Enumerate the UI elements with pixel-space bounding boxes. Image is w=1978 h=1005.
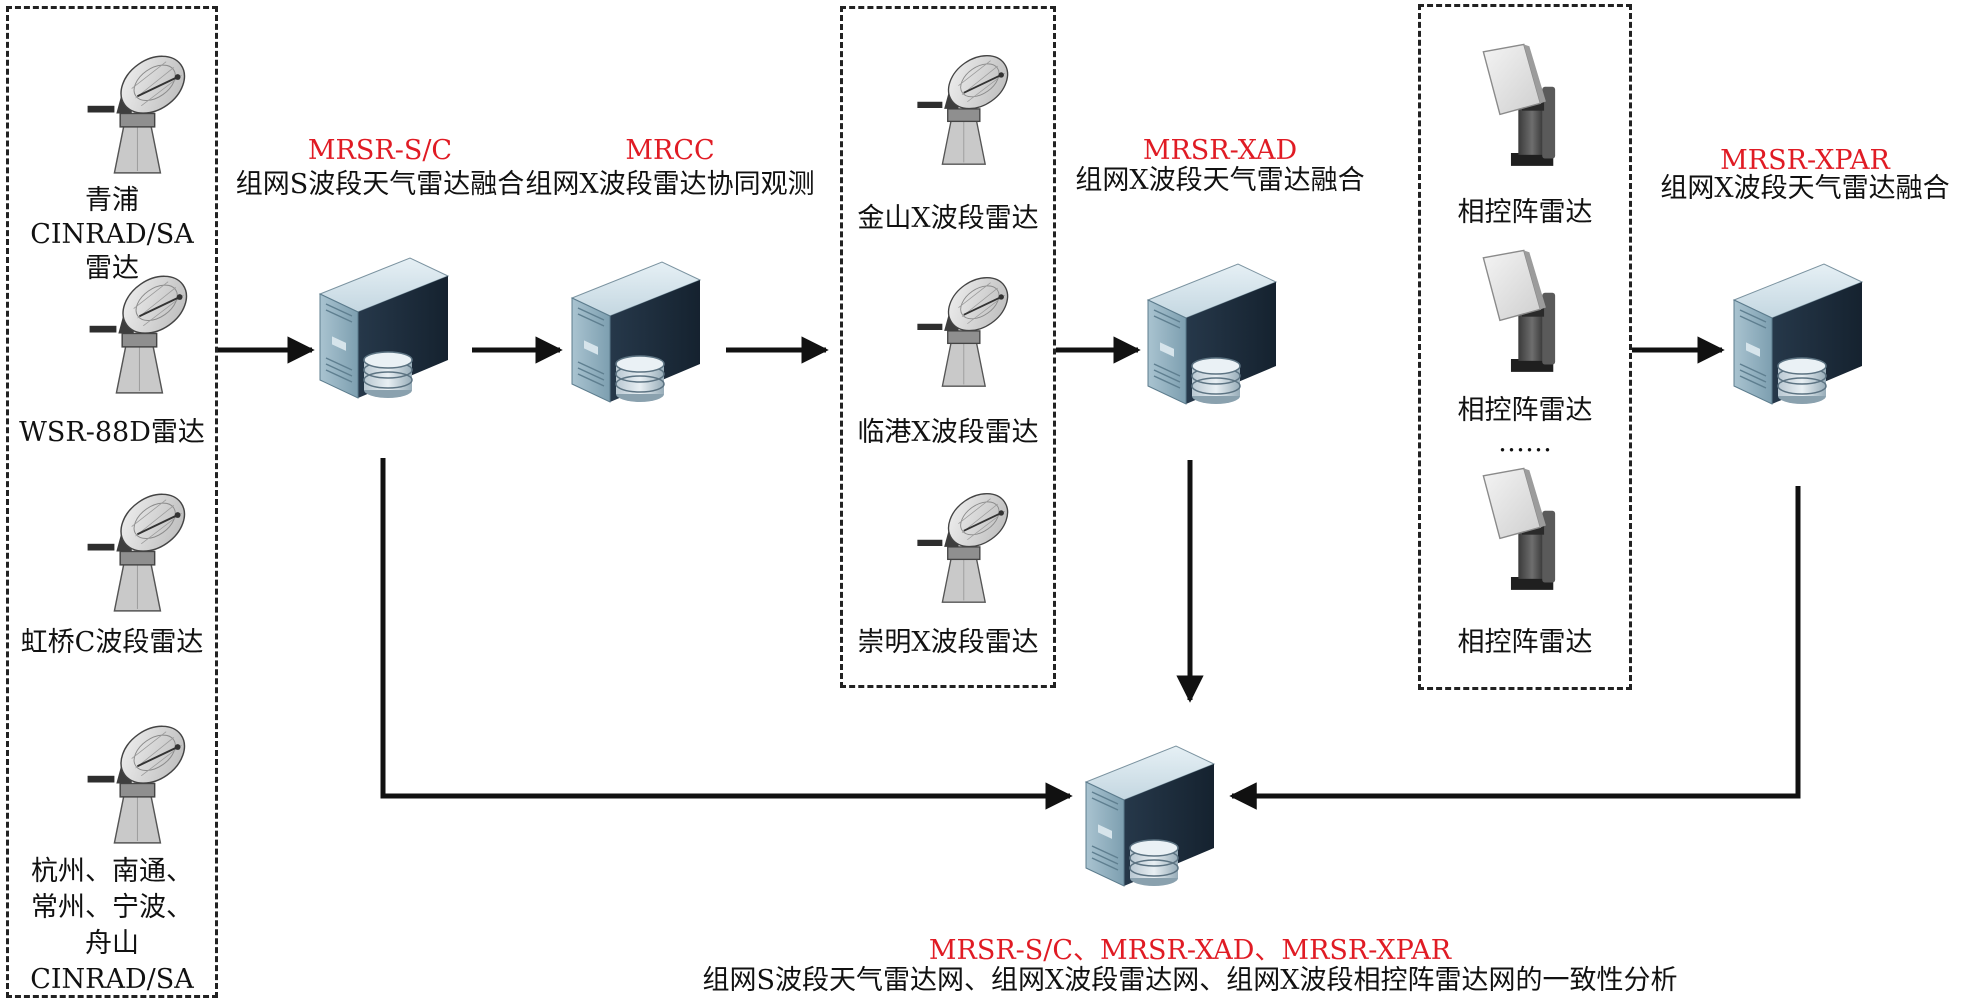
- domestic-radar-group-box: [6, 6, 218, 998]
- consistency-code: MRSR-S/C、MRSR-XAD、MRSR-XPAR: [928, 935, 1452, 966]
- lingang-radar-label: 临港X波段雷达: [857, 417, 1039, 448]
- mrsr-sc-code: MRSR-S/C: [307, 135, 453, 166]
- mrsr-xpar-code: MRSR-XPAR: [1720, 145, 1890, 176]
- wsr88d-radar-label: WSR-88D雷达: [19, 417, 205, 448]
- mrcc-code: MRCC: [625, 135, 715, 166]
- phased-array-radar-group-box: [1418, 4, 1632, 690]
- mrsr-xpar-desc: 组网X波段天气雷达融合: [1660, 173, 1950, 204]
- arrow-mrsr-sc-to-consistency: [380, 458, 1073, 810]
- phased-array-ellipsis: ……: [1498, 427, 1552, 458]
- mrsr-xad-code: MRSR-XAD: [1142, 135, 1298, 166]
- chongming-radar-label: 崇明X波段雷达: [857, 627, 1039, 658]
- consistency-desc: 组网S波段天气雷达网、组网X波段雷达网、组网X波段相控阵雷达网的一致性分析: [702, 965, 1678, 996]
- x-band-radar-group-box: [840, 6, 1056, 688]
- mrsr-sc-desc: 组网S波段天气雷达融合: [235, 169, 525, 200]
- hongqiao-radar-label: 虹桥C波段雷达: [20, 627, 204, 658]
- jinshan-radar-label: 金山X波段雷达: [857, 203, 1039, 234]
- mrcc-desc: 组网X波段雷达协同观测: [525, 169, 815, 200]
- phased-array-radar-3-label: 相控阵雷达: [1457, 627, 1593, 658]
- phased-array-radar-1-label: 相控阵雷达: [1457, 197, 1593, 228]
- phased-array-radar-2-label: 相控阵雷达: [1457, 395, 1593, 426]
- regional-radars-label: 杭州、南通、 常州、宁波、 舟山CINRAD/SA: [30, 856, 194, 995]
- mrsr-xad-desc: 组网X波段天气雷达融合: [1075, 165, 1365, 196]
- arrow-mrsr-xpar-to-consistency: [1229, 486, 1801, 810]
- qingpu-radar-label: 青浦CINRAD/SA 雷达: [30, 185, 194, 284]
